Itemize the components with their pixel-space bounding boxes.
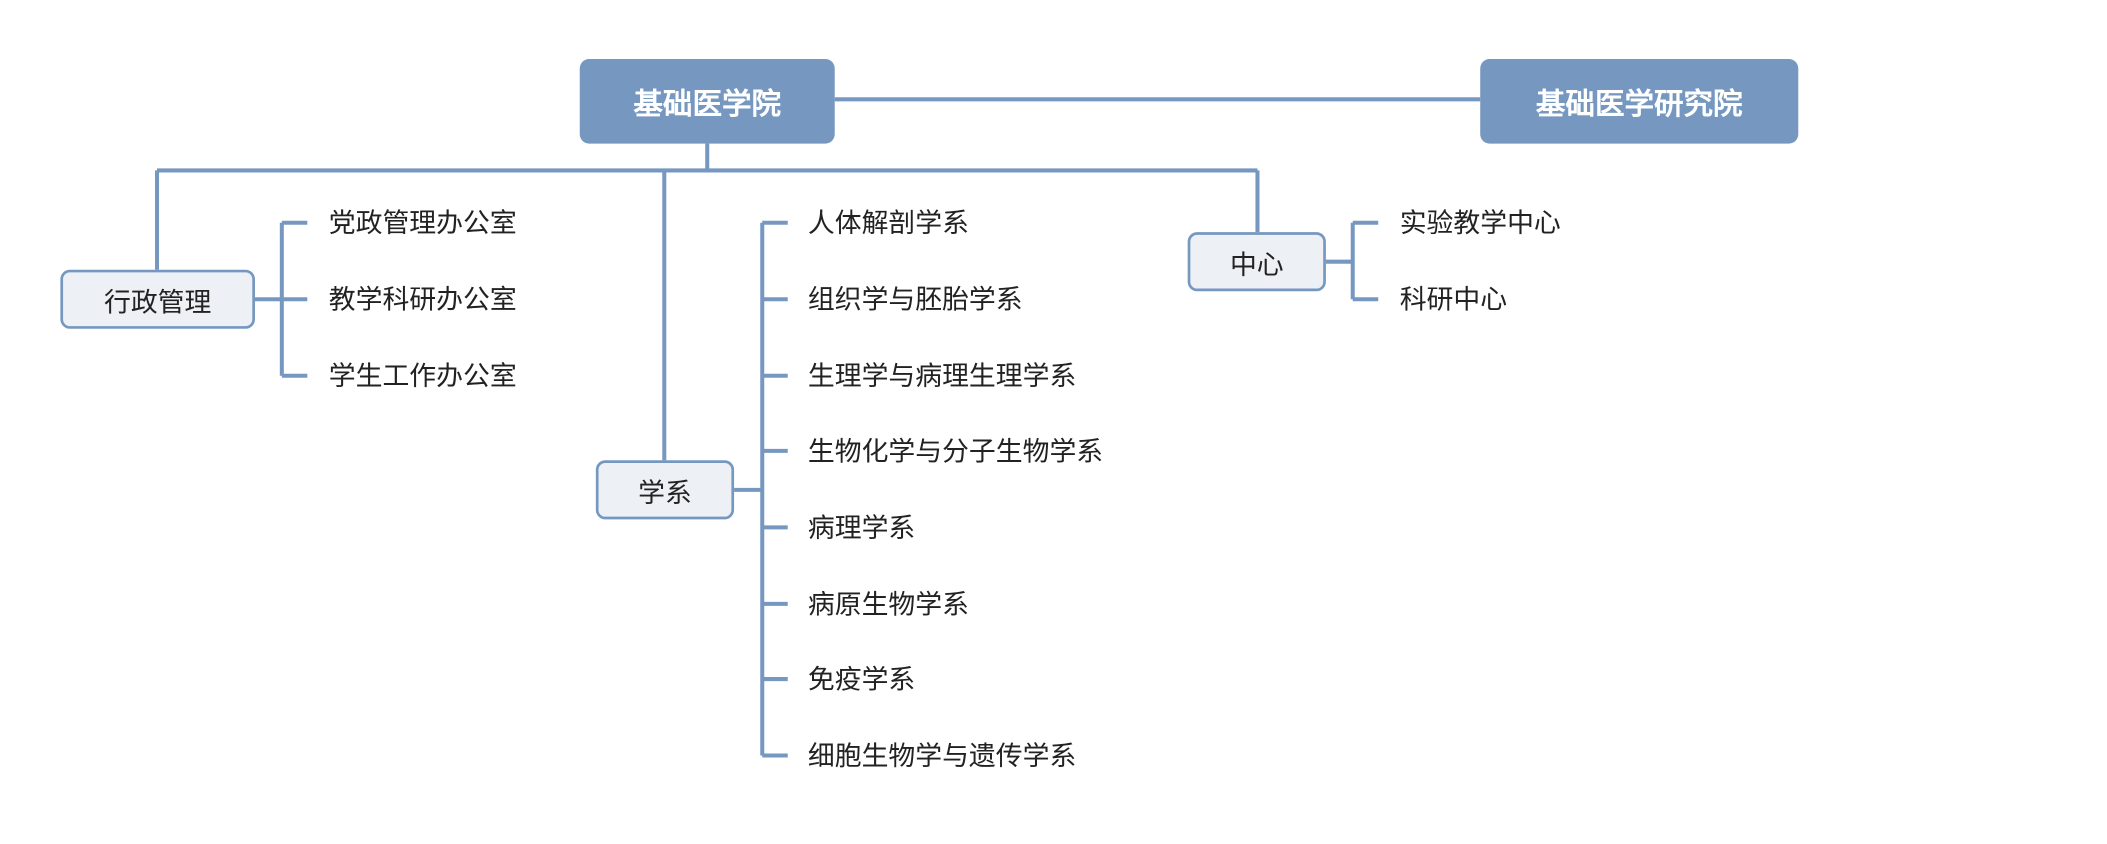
leaf-item: 生物化学与分子生物学系 [807,434,1104,468]
leaf-item: 人体解剖学系 [807,206,969,239]
partner-node: 基础医学研究院 [1480,59,1799,144]
leaf-item: 病理学系 [807,511,916,544]
branch-node-departments: 学系 [595,460,735,520]
branch-node-admin: 行政管理 [60,269,255,329]
leaf-item: 教学科研办公室 [328,283,517,316]
leaf-item: 免疫学系 [807,662,916,696]
branch-label: 学系 [638,475,692,508]
branch-node-centers: 中心 [1187,232,1326,292]
leaf-item: 党政管理办公室 [328,206,517,239]
leaf-item: 组织学与胚胎学系 [807,283,1023,316]
root-label: 基础医学院 [633,87,782,122]
branch-label: 行政管理 [104,285,212,318]
partner-label: 基础医学研究院 [1535,87,1743,122]
leaf-item: 学生工作办公室 [328,359,517,392]
root-node: 基础医学院 [579,59,835,144]
leaf-item: 细胞生物学与遗传学系 [807,739,1077,772]
leaf-item: 科研中心 [1399,283,1508,316]
leaf-item: 实验教学中心 [1399,206,1561,239]
leaf-item: 生理学与病理生理学系 [807,359,1077,392]
leaf-item: 病原生物学系 [807,587,969,621]
branch-label: 中心 [1229,247,1284,280]
